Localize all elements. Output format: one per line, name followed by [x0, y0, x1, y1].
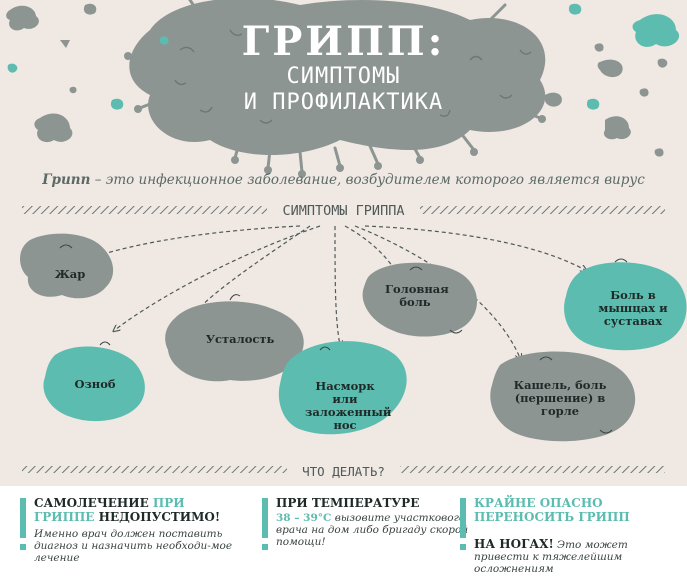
symptom-label-muscle-pain: Боль в мышцах и суставах — [598, 288, 668, 328]
intro-text: Грипп – это инфекционное заболевание, во… — [0, 172, 687, 188]
advice-body: Именно врач должен поставить диагноз и н… — [34, 528, 233, 564]
hatch-rule-right — [420, 206, 665, 214]
symptom-label-fever: Жар — [54, 267, 86, 281]
symptom-label-runny-nose: Насморк или заложенный нос — [305, 379, 392, 432]
symptom-label-headache: Головная боль — [385, 282, 449, 309]
exclamation-icon — [262, 498, 268, 538]
virus-header-blob — [124, 0, 546, 178]
hatch-rule-left-2 — [22, 466, 287, 473]
small-virus-decor — [6, 3, 680, 157]
symptom-blob-headache — [362, 262, 478, 337]
exclamation-icon — [20, 498, 26, 538]
intro-term: Грипп — [42, 172, 91, 188]
symptom-label-chills: Озноб — [74, 377, 116, 391]
symptom-blob-muscle-pain — [564, 262, 687, 351]
symptoms-section-label: СИМПТОМЫ ГРИППА — [0, 203, 687, 219]
page-title: ГРИПП: — [241, 18, 446, 65]
symptom-blob-runny-nose — [278, 341, 407, 435]
symptom-blob-cough — [490, 351, 636, 442]
symptom-blob-fever — [20, 233, 114, 299]
intro-definition: – это инфекционное заболевание, возбудит… — [90, 172, 645, 188]
hatch-rule-left — [22, 206, 267, 214]
blob-squiggles — [59, 244, 628, 434]
symptom-blob-chills — [43, 346, 145, 422]
hatch-rule-right-2 — [400, 466, 665, 473]
page-subtitle-line2: И ПРОФИЛАКТИКА — [243, 90, 444, 115]
todo-section-label: ЧТО ДЕЛАТЬ? — [0, 464, 687, 479]
advice-body: 38 – 39°С вызовите участкового врача на … — [276, 512, 469, 548]
symptom-blob-fatigue — [165, 301, 304, 382]
advice-panel: САМОЛЕЧЕНИЕ ПРИ ГРИППЕ НЕДОПУСТИМО! Имен… — [0, 486, 687, 581]
exclamation-icon — [460, 498, 466, 538]
symptom-label-fatigue: Усталость — [205, 332, 275, 346]
page-subtitle-line1: СИМПТОМЫ — [286, 64, 401, 89]
symptom-label-cough: Кашель, боль (першение) в горле — [513, 378, 607, 418]
advice-body: НА НОГАХ! Это может привести к тяжелейши… — [474, 537, 628, 575]
